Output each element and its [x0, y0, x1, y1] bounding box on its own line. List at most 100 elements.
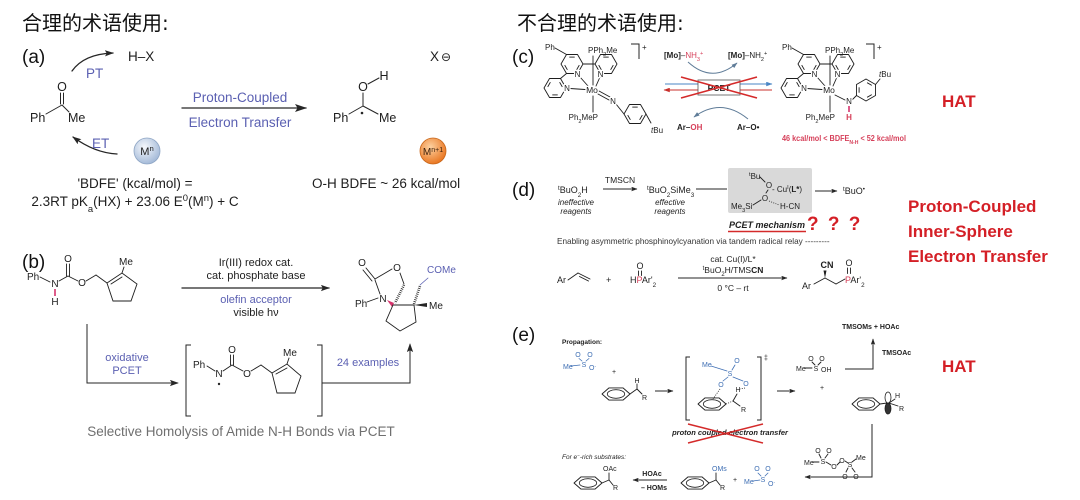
group-me: Me	[744, 479, 754, 486]
ligand-part: Me	[606, 46, 618, 55]
metal-mo: Mo	[586, 85, 598, 95]
group-me: Me	[283, 348, 297, 359]
hydrogen-bond	[768, 200, 780, 206]
bracket-right	[757, 356, 762, 421]
copper-peroxide-complex: tBu O O - CuI(L*) Me3Si H-CN	[728, 168, 812, 214]
atom-n: N	[812, 70, 818, 79]
formula-part: SiMe	[670, 185, 691, 195]
group-ph: Ph	[193, 360, 205, 371]
radical-dot	[217, 382, 221, 386]
condition-acceptor: olefin acceptor	[220, 294, 292, 306]
bond	[811, 361, 816, 366]
atom-n: N	[598, 70, 604, 79]
ring-outline	[560, 54, 584, 74]
nh-subscript: 3	[697, 57, 700, 63]
bond	[825, 461, 832, 466]
bond	[608, 479, 614, 486]
cu-part: (	[789, 185, 792, 194]
bond	[85, 274, 97, 282]
phosphine-oxide: HPAr'2	[630, 275, 657, 289]
bond	[722, 376, 729, 382]
hashed-bond	[412, 285, 422, 305]
atom-s: S	[728, 371, 733, 378]
formula-part: H/TMS	[725, 265, 752, 275]
bond	[636, 388, 643, 395]
ring-double-bond	[639, 114, 643, 121]
metal-sphere	[419, 137, 447, 165]
group-ph: Ph	[355, 299, 367, 310]
bond	[595, 76, 601, 87]
ring-double-bond	[866, 94, 873, 98]
group-ph: Ph	[545, 43, 555, 52]
bond	[759, 176, 766, 183]
atom-o: O	[358, 258, 366, 269]
atom-s: S	[582, 362, 587, 369]
bond	[570, 364, 581, 367]
p-orbital-lobe	[884, 402, 892, 415]
bond	[732, 376, 744, 382]
formula-superscript: 0	[183, 193, 188, 204]
benzene-ring	[601, 387, 631, 401]
group-me: Me	[804, 460, 814, 467]
bond	[765, 189, 769, 194]
substitution-loss: – HOMs	[641, 485, 667, 492]
ring-double-bond	[598, 64, 602, 71]
charge-bracket	[866, 43, 875, 59]
atom-s: S	[761, 477, 766, 484]
mo-fragment: [Mo]	[728, 51, 745, 60]
atom-o: O	[718, 382, 724, 389]
bond	[731, 364, 736, 371]
hydroxyl-group: OH	[821, 367, 832, 374]
group-me: Me	[68, 111, 85, 125]
oxidative-pcet-path-arrow	[86, 324, 179, 387]
group-me: Me	[796, 366, 806, 373]
bond	[222, 364, 233, 372]
negative-charge-icon: ⊖	[441, 50, 451, 64]
phosphine-ligand-bottom: Ph2MeP	[806, 113, 835, 125]
proton-transfer-arrow	[71, 50, 114, 72]
phosphinoyl-group: PAr'2	[845, 275, 865, 289]
condition-oxidant: tBuO2H/TMSCN	[703, 265, 764, 278]
bond	[888, 398, 896, 404]
radical-dot: •	[863, 186, 865, 193]
phenol: Ar–OH	[677, 123, 703, 132]
initiation-path-arrow	[804, 424, 873, 480]
imido-n: N	[610, 97, 616, 106]
electron-rich-note: For e−-rich substrates:	[562, 453, 626, 462]
ligand-subscript: 2	[815, 119, 818, 125]
aryl-ring	[856, 78, 876, 102]
silyl-reagent: TMSOAc	[882, 350, 911, 357]
atom-o: O	[57, 80, 67, 94]
ligand-part: PPh	[825, 46, 840, 55]
atom-o: O	[243, 369, 251, 380]
atom-o: O	[842, 474, 848, 481]
plus-sign: +	[612, 369, 616, 376]
ring-double-bond	[835, 64, 839, 71]
ligand-part: Me	[843, 46, 855, 55]
wedge-bond	[823, 270, 827, 278]
bond	[824, 277, 837, 285]
panel-a: (a) H–X PT O Ph Me ET Mn Proton-Coupled …	[22, 47, 460, 215]
ring-double-bond	[576, 64, 580, 71]
tbu-prefix: t	[651, 126, 654, 135]
group-me: Me	[563, 364, 573, 371]
bond	[366, 297, 379, 303]
group-ph: Ph	[782, 43, 792, 52]
aryl-part: Ar–	[677, 123, 691, 132]
bond	[67, 275, 79, 282]
atom-p: P	[637, 275, 643, 285]
condition-catalyst: cat. Cu(I)/L*	[710, 254, 756, 264]
bond	[715, 479, 721, 486]
range-part: 46 kcal/mol < BDFE	[782, 134, 850, 143]
atom-n: N	[51, 279, 58, 290]
phosphine-ligand-top: PPh2Me	[588, 46, 618, 58]
atom-o: O	[64, 254, 72, 265]
atom-s: S	[814, 366, 819, 373]
group-ph: Ph	[27, 272, 39, 283]
tbu-prefix: t	[749, 172, 751, 178]
bond	[579, 276, 589, 282]
aryl-subscript: 2	[653, 282, 657, 289]
cyclopentane-ring	[385, 304, 417, 332]
aromatic-circle	[606, 389, 626, 399]
effective-note: effective	[655, 198, 685, 207]
